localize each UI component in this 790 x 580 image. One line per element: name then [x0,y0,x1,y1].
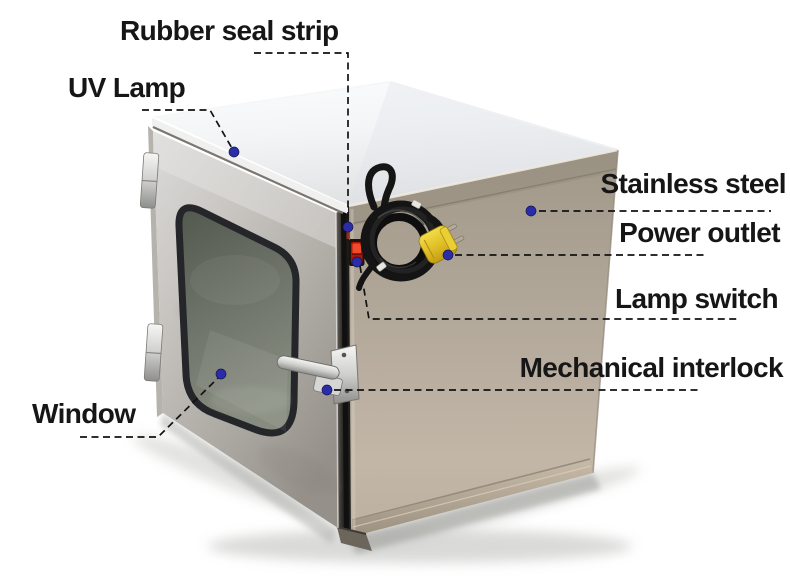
door-top-lip [152,118,348,215]
label-uv-lamp: UV Lamp [68,72,186,103]
door-hinges [139,152,164,382]
hinge-top [139,152,160,209]
marker-dots [215,146,537,396]
label-window: Window [32,398,136,429]
latch-handle [276,355,340,380]
cable-tie [376,261,387,272]
uv-lamp-dot [228,146,240,158]
rubber-seal-groove [152,125,344,215]
window-dot [215,368,227,380]
window-glass [175,204,300,437]
cord-hook [365,163,396,215]
label-power-outlet: Power outlet [619,217,780,248]
lamp-switch-dot [351,256,363,268]
stainless-steel-dot [525,205,537,217]
power-cord [356,163,465,291]
rubber-seal-strip-dot [342,221,354,233]
label-mechanical-interlock: Mechanical interlock [519,352,784,383]
cable-tie [411,199,422,209]
mechanical-interlock-dot [321,384,333,396]
leader-lines [80,52,771,438]
leader-uv-lamp [142,109,234,151]
hinge-bottom [143,323,164,382]
label-rubber-seal-strip: Rubber seal strip [120,15,339,46]
label-stainless-steel: Stainless steel [600,168,786,199]
power-outlet-dot [442,249,454,261]
leader-lamp-switch [359,265,739,320]
leader-rubber-seal-strip [254,52,349,222]
top-face [154,81,619,205]
leader-window [80,376,220,438]
label-lamp-switch: Lamp switch [615,283,779,314]
door-window [175,204,300,437]
